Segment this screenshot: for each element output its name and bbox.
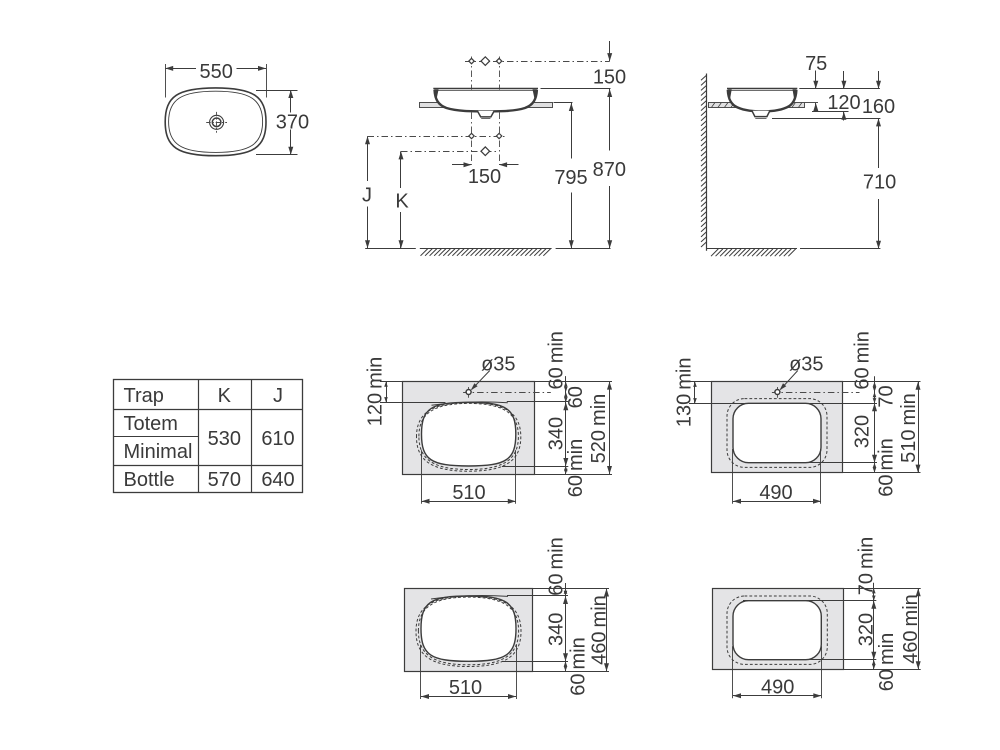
svg-text:Totem: Totem <box>124 413 178 435</box>
svg-text:320: 320 <box>856 613 878 646</box>
svg-text:530: 530 <box>208 428 241 450</box>
svg-text:640: 640 <box>261 469 294 491</box>
svg-text:K: K <box>218 385 232 407</box>
svg-text:795: 795 <box>554 167 587 189</box>
svg-text:340: 340 <box>545 613 567 646</box>
svg-text:120: 120 <box>827 92 860 114</box>
svg-text:510: 510 <box>452 482 485 504</box>
svg-text:160: 160 <box>862 96 895 118</box>
svg-text:60 min: 60 min <box>545 331 567 389</box>
svg-text:60 min: 60 min <box>851 331 873 389</box>
svg-text:510 min: 510 min <box>898 393 920 463</box>
svg-text:60 min: 60 min <box>545 537 567 595</box>
svg-text:130 min: 130 min <box>674 357 696 427</box>
svg-text:ø35: ø35 <box>789 353 823 375</box>
svg-text:320: 320 <box>851 415 873 448</box>
svg-text:75: 75 <box>805 53 827 75</box>
svg-text:60 min: 60 min <box>876 438 898 496</box>
svg-text:550: 550 <box>200 61 233 83</box>
svg-text:Trap: Trap <box>124 385 164 407</box>
svg-text:150: 150 <box>468 166 501 188</box>
svg-text:ø35: ø35 <box>481 353 515 375</box>
svg-text:510: 510 <box>449 677 482 699</box>
svg-text:70: 70 <box>876 385 898 407</box>
svg-text:60: 60 <box>565 386 587 408</box>
svg-text:J: J <box>362 184 372 206</box>
svg-text:570: 570 <box>208 469 241 491</box>
svg-text:370: 370 <box>276 111 309 133</box>
svg-text:Bottle: Bottle <box>124 469 175 491</box>
svg-text:460 min: 460 min <box>900 594 922 664</box>
svg-text:J: J <box>273 385 283 407</box>
svg-text:60 min: 60 min <box>565 439 587 497</box>
svg-text:120 min: 120 min <box>365 357 387 427</box>
svg-text:K: K <box>395 191 409 213</box>
svg-text:460 min: 460 min <box>589 595 611 665</box>
svg-text:610: 610 <box>261 428 294 450</box>
svg-text:Minimal: Minimal <box>124 441 193 463</box>
svg-text:870: 870 <box>593 159 626 181</box>
svg-text:340: 340 <box>545 417 567 450</box>
svg-text:490: 490 <box>759 482 792 504</box>
svg-text:150: 150 <box>593 66 626 88</box>
svg-text:70 min: 70 min <box>855 537 877 595</box>
svg-text:520 min: 520 min <box>588 394 610 464</box>
svg-text:60 min: 60 min <box>876 633 898 691</box>
svg-text:60 min: 60 min <box>567 637 589 695</box>
svg-text:710: 710 <box>863 171 896 193</box>
svg-text:490: 490 <box>761 676 794 698</box>
